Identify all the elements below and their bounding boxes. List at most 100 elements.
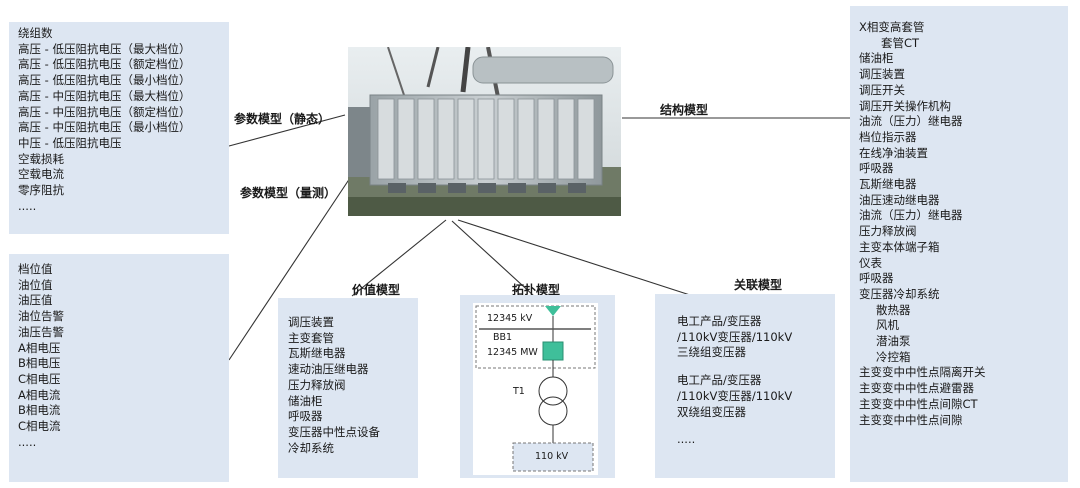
structure-item: 冷控箱 bbox=[876, 349, 911, 364]
measured-param-item: ..... bbox=[18, 434, 37, 449]
connector-measured bbox=[228, 177, 351, 361]
value-model-item: 调压装置 bbox=[288, 315, 334, 329]
static-param-item: 高压 - 中压阻抗电压（额定档位） bbox=[18, 104, 191, 119]
static-param-item: ..... bbox=[18, 198, 37, 213]
structure-model-label: 结构模型 bbox=[660, 103, 709, 117]
relation-item: 双绕组变压器 bbox=[677, 404, 746, 419]
measured-param-item: A相电压 bbox=[18, 340, 61, 355]
value-model-label: 价值模型 bbox=[352, 283, 401, 297]
structure-item: 调压装置 bbox=[859, 67, 905, 82]
structure-item: 呼吸器 bbox=[859, 161, 894, 176]
structure-item: 储油柜 bbox=[859, 51, 894, 66]
measured-param-item: 油位告警 bbox=[18, 309, 64, 324]
topology-diagram: 12345 kV BB1 12345 MW T1 110 kV bbox=[473, 303, 598, 475]
value-model-item: 主变套管 bbox=[288, 330, 334, 345]
source-triangle-icon bbox=[545, 306, 561, 316]
measured-param-item: C相电流 bbox=[18, 419, 61, 434]
static-param-item: 高压 - 低压阻抗电压（额定档位） bbox=[18, 57, 191, 72]
static-params-panel: 绕组数高压 - 低压阻抗电压（最大档位）高压 - 低压阻抗电压（额定档位）高压 … bbox=[9, 22, 229, 234]
relation-model-label: 关联模型 bbox=[734, 278, 783, 292]
static-param-item: 空载损耗 bbox=[18, 151, 64, 166]
measured-param-item: B相电压 bbox=[18, 356, 61, 371]
connector-relation bbox=[457, 219, 691, 296]
relation-item: 电工产品/变压器 bbox=[677, 373, 762, 388]
value-model-item: 瓦斯继电器 bbox=[288, 346, 346, 361]
transformer-label: T1 bbox=[513, 386, 525, 397]
bus-110kv-box bbox=[512, 442, 594, 472]
measured-params-label: 参数模型（量测） bbox=[240, 186, 337, 200]
measured-param-item: 油位值 bbox=[18, 277, 53, 292]
measured-param-item: A相电流 bbox=[18, 387, 61, 402]
structure-item: 主变变中中性点间隙 bbox=[859, 412, 963, 427]
structure-item: 油流（压力）继电器 bbox=[859, 114, 963, 129]
value-model-item: 储油柜 bbox=[288, 393, 323, 408]
structure-item: 在线净油装置 bbox=[859, 145, 928, 160]
static-params-label: 参数模型（静态） bbox=[234, 112, 331, 126]
structure-item: 调压开关操作机构 bbox=[859, 98, 951, 113]
measured-param-item: 油压值 bbox=[18, 293, 53, 308]
static-param-item: 高压 - 中压阻抗电压（最大档位） bbox=[18, 88, 191, 103]
value-model-item: 压力释放阀 bbox=[288, 377, 346, 392]
static-param-item: 零序阻抗 bbox=[18, 183, 64, 198]
static-param-item: 高压 - 中压阻抗电压（最小档位） bbox=[18, 120, 191, 135]
static-param-item: 高压 - 低压阻抗电压（最小档位） bbox=[18, 73, 191, 88]
value-model-panel: 调压装置主变套管瓦斯继电器速动油压继电器压力释放阀储油柜呼吸器变压器中性点设备冷… bbox=[278, 298, 418, 478]
value-model-item: 呼吸器 bbox=[288, 409, 323, 424]
transformer-photo bbox=[348, 47, 621, 216]
structure-item: 散热器 bbox=[876, 302, 911, 317]
value-model-item: 变压器中性点设备 bbox=[288, 424, 380, 439]
static-param-item: 高压 - 低压阻抗电压（最大档位） bbox=[18, 41, 191, 56]
structure-item: 压力释放阀 bbox=[859, 224, 917, 239]
static-params-list: 绕组数高压 - 低压阻抗电压（最大档位）高压 - 低压阻抗电压（额定档位）高压 … bbox=[18, 26, 229, 214]
measured-param-item: 档位值 bbox=[18, 262, 53, 276]
measured-param-item: 油压告警 bbox=[18, 324, 64, 339]
measured-param-item: C相电压 bbox=[18, 371, 61, 386]
relation-item: /110kV变压器/110kV bbox=[677, 329, 793, 344]
structure-item: 调压开关 bbox=[859, 82, 905, 97]
structure-item: 呼吸器 bbox=[859, 271, 894, 286]
structure-item: 油压速动继电器 bbox=[859, 192, 940, 207]
connector-static bbox=[228, 114, 346, 147]
value-model-item: 冷却系统 bbox=[288, 440, 334, 455]
structure-item: 潜油泵 bbox=[876, 334, 911, 349]
structure-item: 主变变中中性点隔离开关 bbox=[859, 365, 986, 380]
measured-param-item: B相电流 bbox=[18, 403, 61, 418]
connector-topology bbox=[451, 220, 535, 297]
bus-label: BB1 bbox=[493, 332, 513, 343]
connector-value bbox=[351, 219, 447, 297]
static-param-item: 中压 - 低压阻抗电压 bbox=[18, 135, 122, 150]
transformer-winding-lower-icon bbox=[538, 396, 568, 426]
structure-item: X相变高套管 bbox=[859, 20, 925, 34]
topology-model-label: 拓扑模型 bbox=[512, 283, 561, 297]
structure-item: 油流（压力）继电器 bbox=[859, 208, 963, 223]
top-voltage-label: 12345 kV bbox=[487, 313, 533, 324]
structure-item: 主变变中中性点间隙CT bbox=[859, 396, 978, 411]
value-model-item: 速动油压继电器 bbox=[288, 362, 369, 377]
structure-item: 瓦斯继电器 bbox=[859, 177, 917, 192]
relation-item: /110kV变压器/110kV bbox=[677, 388, 793, 403]
value-model-list: 调压装置主变套管瓦斯继电器速动油压继电器压力释放阀储油柜呼吸器变压器中性点设备冷… bbox=[288, 315, 418, 456]
relation-item: 电工产品/变压器 bbox=[677, 314, 762, 328]
relation-more: ..... bbox=[677, 432, 696, 447]
generator-icon bbox=[542, 341, 564, 361]
structure-item: 档位指示器 bbox=[859, 129, 917, 144]
static-param-item: 空载电流 bbox=[18, 167, 64, 182]
bottom-voltage-label: 110 kV bbox=[535, 451, 569, 462]
transformer-winding-upper-icon bbox=[538, 376, 568, 406]
relation-item: 三绕组变压器 bbox=[677, 345, 746, 360]
structure-item: 仪表 bbox=[859, 255, 882, 270]
structure-item: 套管CT bbox=[881, 35, 920, 50]
structure-item: 主变本体端子箱 bbox=[859, 239, 940, 254]
structure-item: 主变变中中性点避雷器 bbox=[859, 381, 974, 396]
structure-item: 变压器冷却系统 bbox=[859, 286, 940, 301]
power-label: 12345 MW bbox=[487, 347, 538, 358]
static-param-item: 绕组数 bbox=[18, 26, 53, 40]
